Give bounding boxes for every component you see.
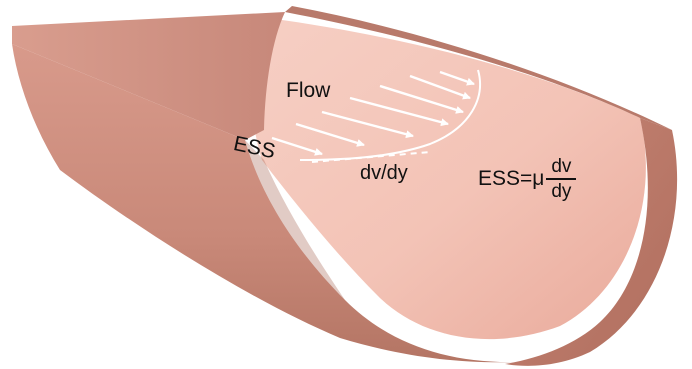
flow-label: Flow: [286, 80, 330, 101]
velocity-gradient-label: dv/dy: [360, 163, 408, 183]
ess-formula: ESS=μ dv dy: [478, 157, 576, 201]
formula-denominator: dy: [549, 180, 573, 201]
formula-fraction: dv dy: [546, 157, 576, 201]
formula-lhs: ESS=μ: [478, 167, 544, 191]
formula-numerator: dv: [549, 157, 573, 178]
